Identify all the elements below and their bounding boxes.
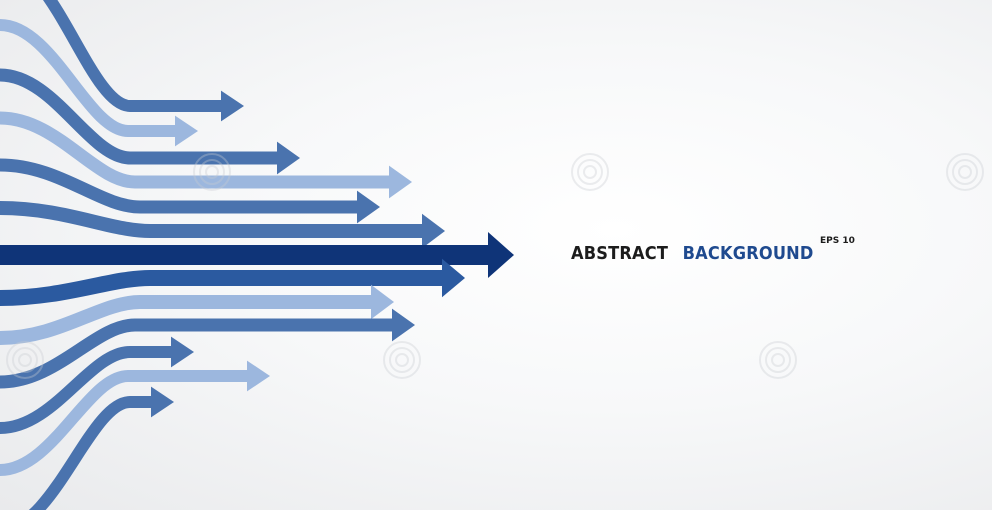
arrow-icon bbox=[488, 232, 514, 278]
arrow-icon bbox=[371, 284, 394, 320]
arrow-icon bbox=[277, 141, 300, 175]
headline-word-abstract: ABSTRACT bbox=[571, 243, 669, 264]
watermark-spiral-icon bbox=[571, 153, 609, 191]
arrow-shaft bbox=[0, 111, 391, 189]
arrow-icon bbox=[442, 258, 465, 298]
arrow-icon bbox=[247, 360, 270, 392]
headline: ABSTRACT BACKGROUND bbox=[571, 243, 814, 264]
watermark-spiral-icon bbox=[193, 153, 231, 191]
arrow-shaft bbox=[42, 0, 223, 112]
watermark-spiral-icon bbox=[383, 341, 421, 379]
headline-word-background: BACKGROUND bbox=[682, 243, 814, 264]
arrow-icon bbox=[171, 336, 194, 368]
arrow-shaft bbox=[28, 396, 153, 510]
arrow-shaft bbox=[0, 270, 444, 306]
arrow-icon bbox=[151, 386, 174, 418]
arrow-shaft bbox=[0, 19, 177, 137]
arrow-icon bbox=[422, 213, 445, 249]
arrow-shaft bbox=[0, 158, 359, 214]
arrow-icon bbox=[392, 308, 415, 342]
arrow-icon bbox=[389, 165, 412, 199]
eps-badge: EPS 10 bbox=[820, 236, 855, 246]
watermark-spiral-icon bbox=[6, 341, 44, 379]
arrow-shaft bbox=[0, 318, 394, 389]
arrow-shaft bbox=[0, 346, 173, 434]
arrow-shaft bbox=[0, 201, 424, 238]
watermark-spiral-icon bbox=[759, 341, 797, 379]
arrow-icon bbox=[221, 90, 244, 122]
arrow-icon bbox=[175, 115, 198, 147]
arrow-shaft bbox=[0, 68, 279, 165]
arrow-icon bbox=[357, 190, 380, 224]
arrow-shaft bbox=[0, 295, 373, 345]
watermark-spiral-icon bbox=[946, 153, 984, 191]
arrow-shaft bbox=[0, 370, 249, 476]
